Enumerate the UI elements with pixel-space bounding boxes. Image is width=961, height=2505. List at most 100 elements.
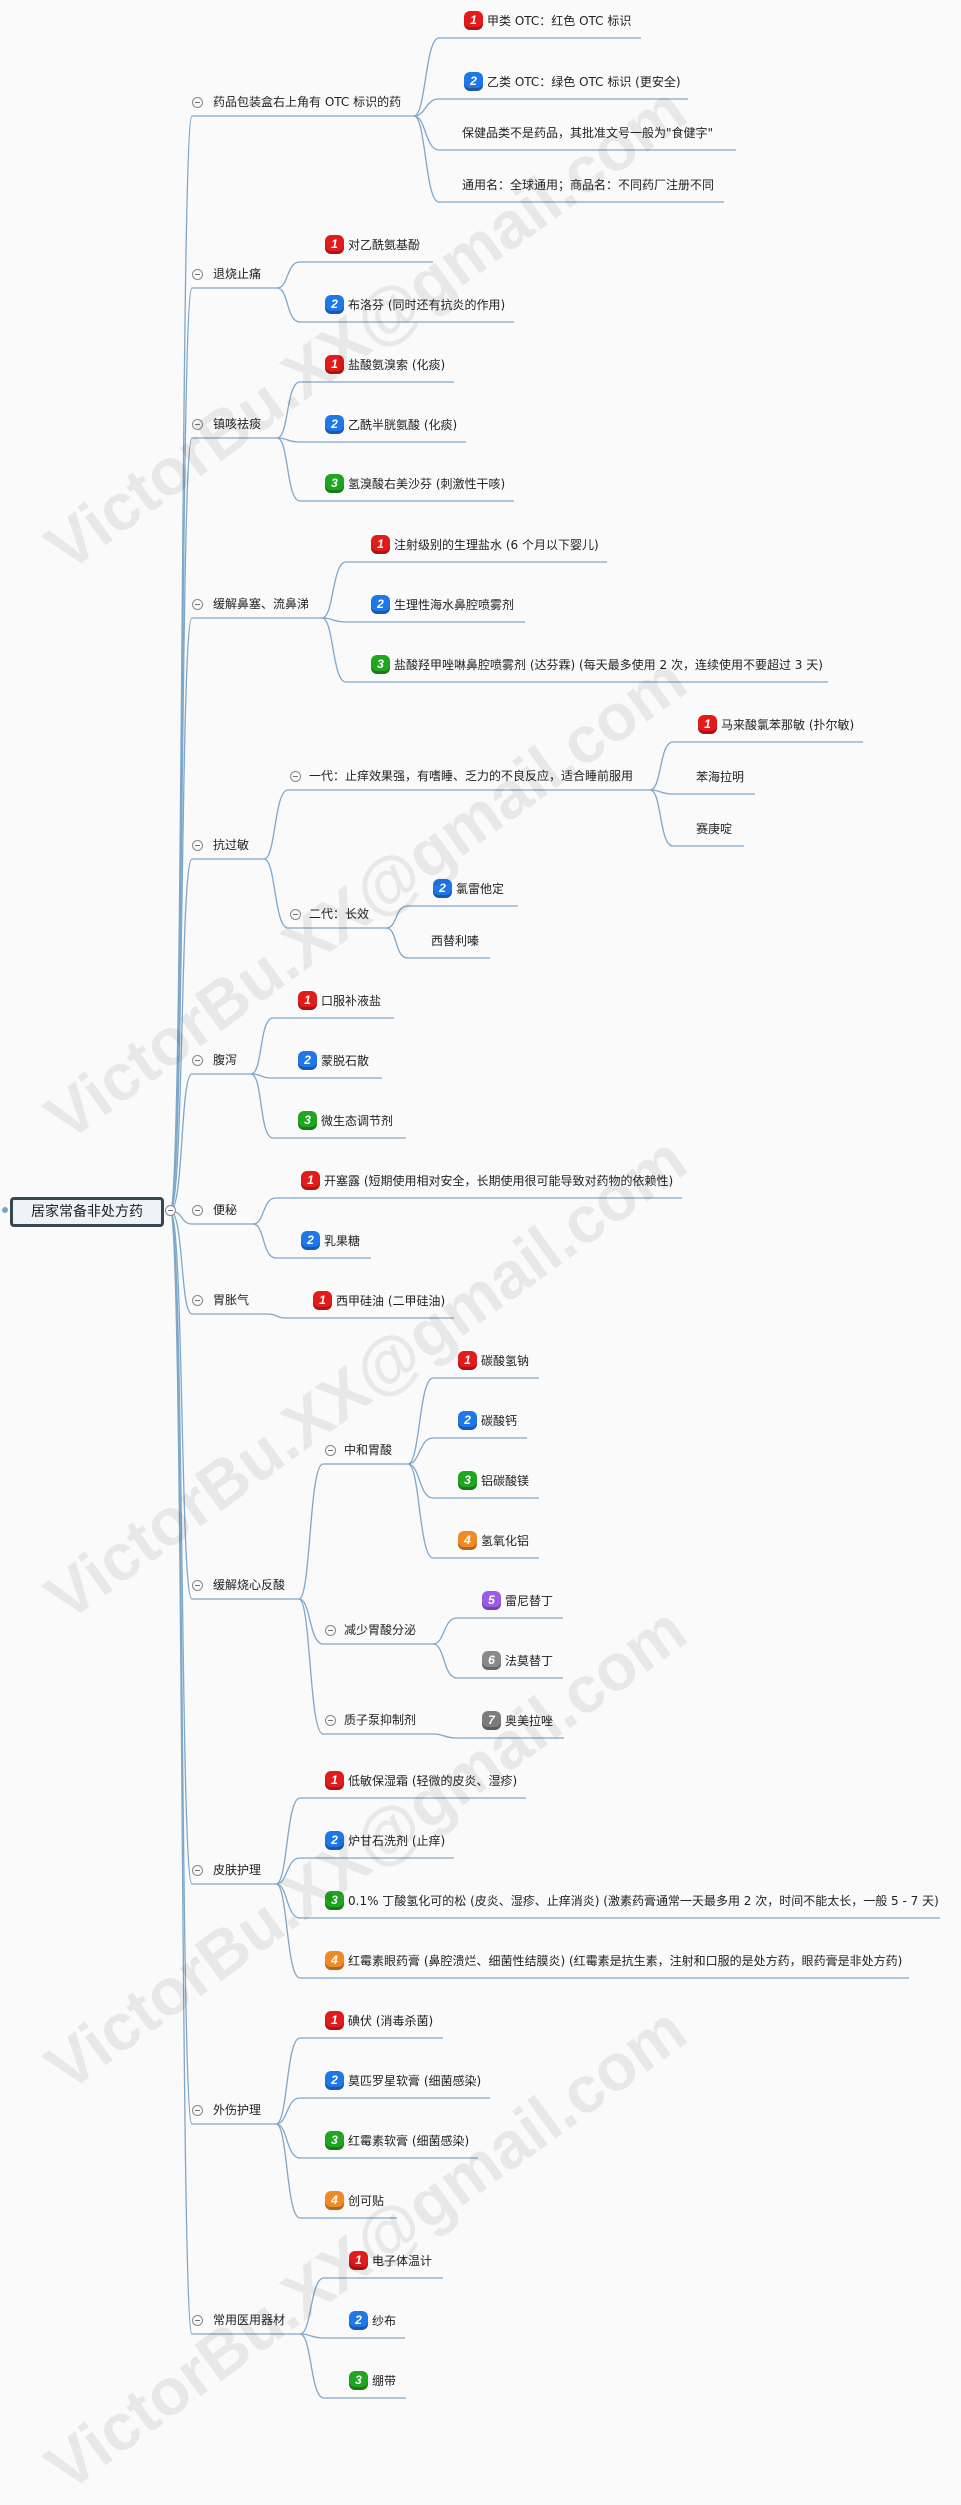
priority-2-icon: 2 (349, 2311, 368, 2330)
collapse-icon[interactable] (192, 840, 203, 851)
leaf-label: 氢氧化铝 (481, 1534, 530, 1548)
priority-3-icon: 3 (325, 1891, 344, 1910)
priority-2-icon: 2 (325, 295, 344, 314)
collapse-icon[interactable] (192, 1580, 203, 1591)
leaf-label: 对乙酰氨基酚 (348, 238, 421, 252)
priority-1-icon: 1 (298, 991, 317, 1010)
topic-label: 药品包装盒右上角有 OTC 标识的药 (213, 95, 402, 109)
topic-label: 缓解鼻塞、流鼻涕 (213, 597, 310, 611)
leaf-label: 氢溴酸右美沙芬 (刺激性干咳) (348, 477, 506, 491)
leaf-label: 盐酸羟甲唑啉鼻腔喷雾剂 (达芬霖) (每天最多使用 2 次，连续使用不要超过 3… (394, 658, 823, 672)
collapse-icon[interactable] (192, 269, 203, 280)
branch-connector (649, 741, 674, 791)
branch-connector (263, 789, 289, 860)
leaf-label: 盐酸氨溴索 (化痰) (348, 358, 446, 372)
leaf-label: 乙酰半胱氨酸 (化痰) (348, 418, 458, 432)
topic-label: 外伤护理 (213, 2103, 262, 2117)
priority-2-icon: 2 (433, 879, 452, 898)
branch-connector (432, 1617, 458, 1645)
collapse-icon[interactable] (192, 419, 203, 430)
priority-3-icon: 3 (325, 2131, 344, 2150)
leaf-label: 注射级别的生理盐水 (6 个月以下婴儿) (394, 538, 599, 552)
priority-4-icon: 4 (325, 2191, 344, 2210)
branch-connector (321, 561, 347, 619)
leaf-label: 生理性海水鼻腔喷雾剂 (394, 598, 515, 612)
priority-6-icon: 6 (482, 1651, 501, 1670)
leaf-label: 碳酸氢钠 (481, 1354, 530, 1368)
root-connector (169, 1210, 193, 2335)
branch-connector (413, 37, 440, 117)
leaf-label: 赛庚啶 (696, 822, 733, 836)
leaf-label: 炉甘石洗剂 (止痒) (348, 1834, 446, 1848)
branch-connector (298, 1463, 324, 1600)
leaf-label: 绷带 (372, 2374, 397, 2388)
branch-connector (250, 1073, 274, 1079)
root-connector (169, 1210, 193, 1600)
topic-label: 常用医用器材 (213, 2313, 286, 2327)
priority-1-icon: 1 (698, 715, 717, 734)
branch-connector (275, 1857, 301, 1885)
branch-connector (275, 2123, 301, 2159)
collapse-icon[interactable] (192, 2105, 203, 2116)
leaf-label: 纱布 (372, 2314, 397, 2328)
branch-connector (275, 2097, 301, 2125)
leaf-label: 口服补液盐 (321, 994, 382, 1008)
priority-2-icon: 2 (325, 1831, 344, 1850)
priority-1-icon: 1 (313, 1291, 332, 1310)
leaf-label: 马来酸氯苯那敏 (扑尔敏) (721, 718, 855, 732)
collapse-icon[interactable] (192, 1295, 203, 1306)
topic-label: 胃胀气 (213, 1293, 250, 1307)
collapse-icon[interactable] (192, 1055, 203, 1066)
priority-7-icon: 7 (482, 1711, 501, 1730)
leaf-label: 0.1% 丁酸氢化可的松 (皮炎、湿疹、止痒消炎) (激素药膏通常一天最多用 2… (348, 1894, 939, 1908)
root-node[interactable]: 居家常备非处方药 (10, 1197, 164, 1227)
collapse-icon[interactable] (192, 1205, 203, 1216)
branch-connector (275, 1883, 301, 1979)
root-collapse-icon[interactable] (165, 1205, 176, 1216)
priority-1-icon: 1 (325, 1771, 344, 1790)
collapse-icon[interactable] (192, 599, 203, 610)
leaf-label: 低敏保湿霜 (轻微的皮炎、湿疹) (348, 1774, 518, 1788)
branch-connector (321, 617, 347, 683)
priority-3-icon: 3 (371, 655, 390, 674)
topic-label: 退烧止痛 (213, 267, 262, 281)
collapse-icon[interactable] (290, 909, 301, 920)
collapse-icon[interactable] (192, 1865, 203, 1876)
branch-connector (385, 905, 409, 929)
leaf-label: 碘伏 (消毒杀菌) (348, 2014, 434, 2028)
root-connector (169, 1210, 193, 1885)
priority-1-icon: 1 (371, 535, 390, 554)
collapse-icon[interactable] (290, 771, 301, 782)
priority-1-icon: 1 (325, 235, 344, 254)
collapse-icon[interactable] (325, 1625, 336, 1636)
branch-connector (407, 1437, 434, 1465)
collapse-icon[interactable] (192, 97, 203, 108)
branch-connector (275, 2123, 301, 2219)
priority-2-icon: 2 (371, 595, 390, 614)
priority-2-icon: 2 (298, 1051, 317, 1070)
collapse-icon[interactable] (192, 2315, 203, 2326)
branch-connector (407, 1377, 434, 1465)
branch-connector (250, 1073, 274, 1139)
leaf-label: 莫匹罗星软膏 (细菌感染) (348, 2074, 482, 2088)
priority-1-icon: 1 (464, 11, 483, 30)
root-connector (169, 1210, 193, 1315)
leaf-label: 乳果糖 (324, 1234, 361, 1248)
root-connector (169, 437, 193, 1212)
priority-1-icon: 1 (325, 355, 344, 374)
priority-4-icon: 4 (458, 1531, 477, 1550)
leaf-label: 奥美拉唑 (505, 1714, 554, 1728)
collapse-icon[interactable] (325, 1715, 336, 1726)
collapse-icon[interactable] (325, 1445, 336, 1456)
branch-connector (649, 789, 674, 795)
leaf-label: 开塞露 (短期使用相对安全，长期使用很可能导致对药物的依赖性) (324, 1174, 674, 1188)
branch-connector (413, 115, 440, 203)
root-handle[interactable] (2, 1207, 8, 1213)
branch-connector (275, 1883, 301, 1919)
branch-connector (299, 2333, 325, 2399)
leaf-label: 西甲硅油 (二甲硅油) (336, 1294, 446, 1308)
priority-3-icon: 3 (325, 474, 344, 493)
branch-connector (250, 1017, 274, 1075)
branch-connector (276, 287, 301, 323)
branch-connector (275, 1797, 301, 1885)
